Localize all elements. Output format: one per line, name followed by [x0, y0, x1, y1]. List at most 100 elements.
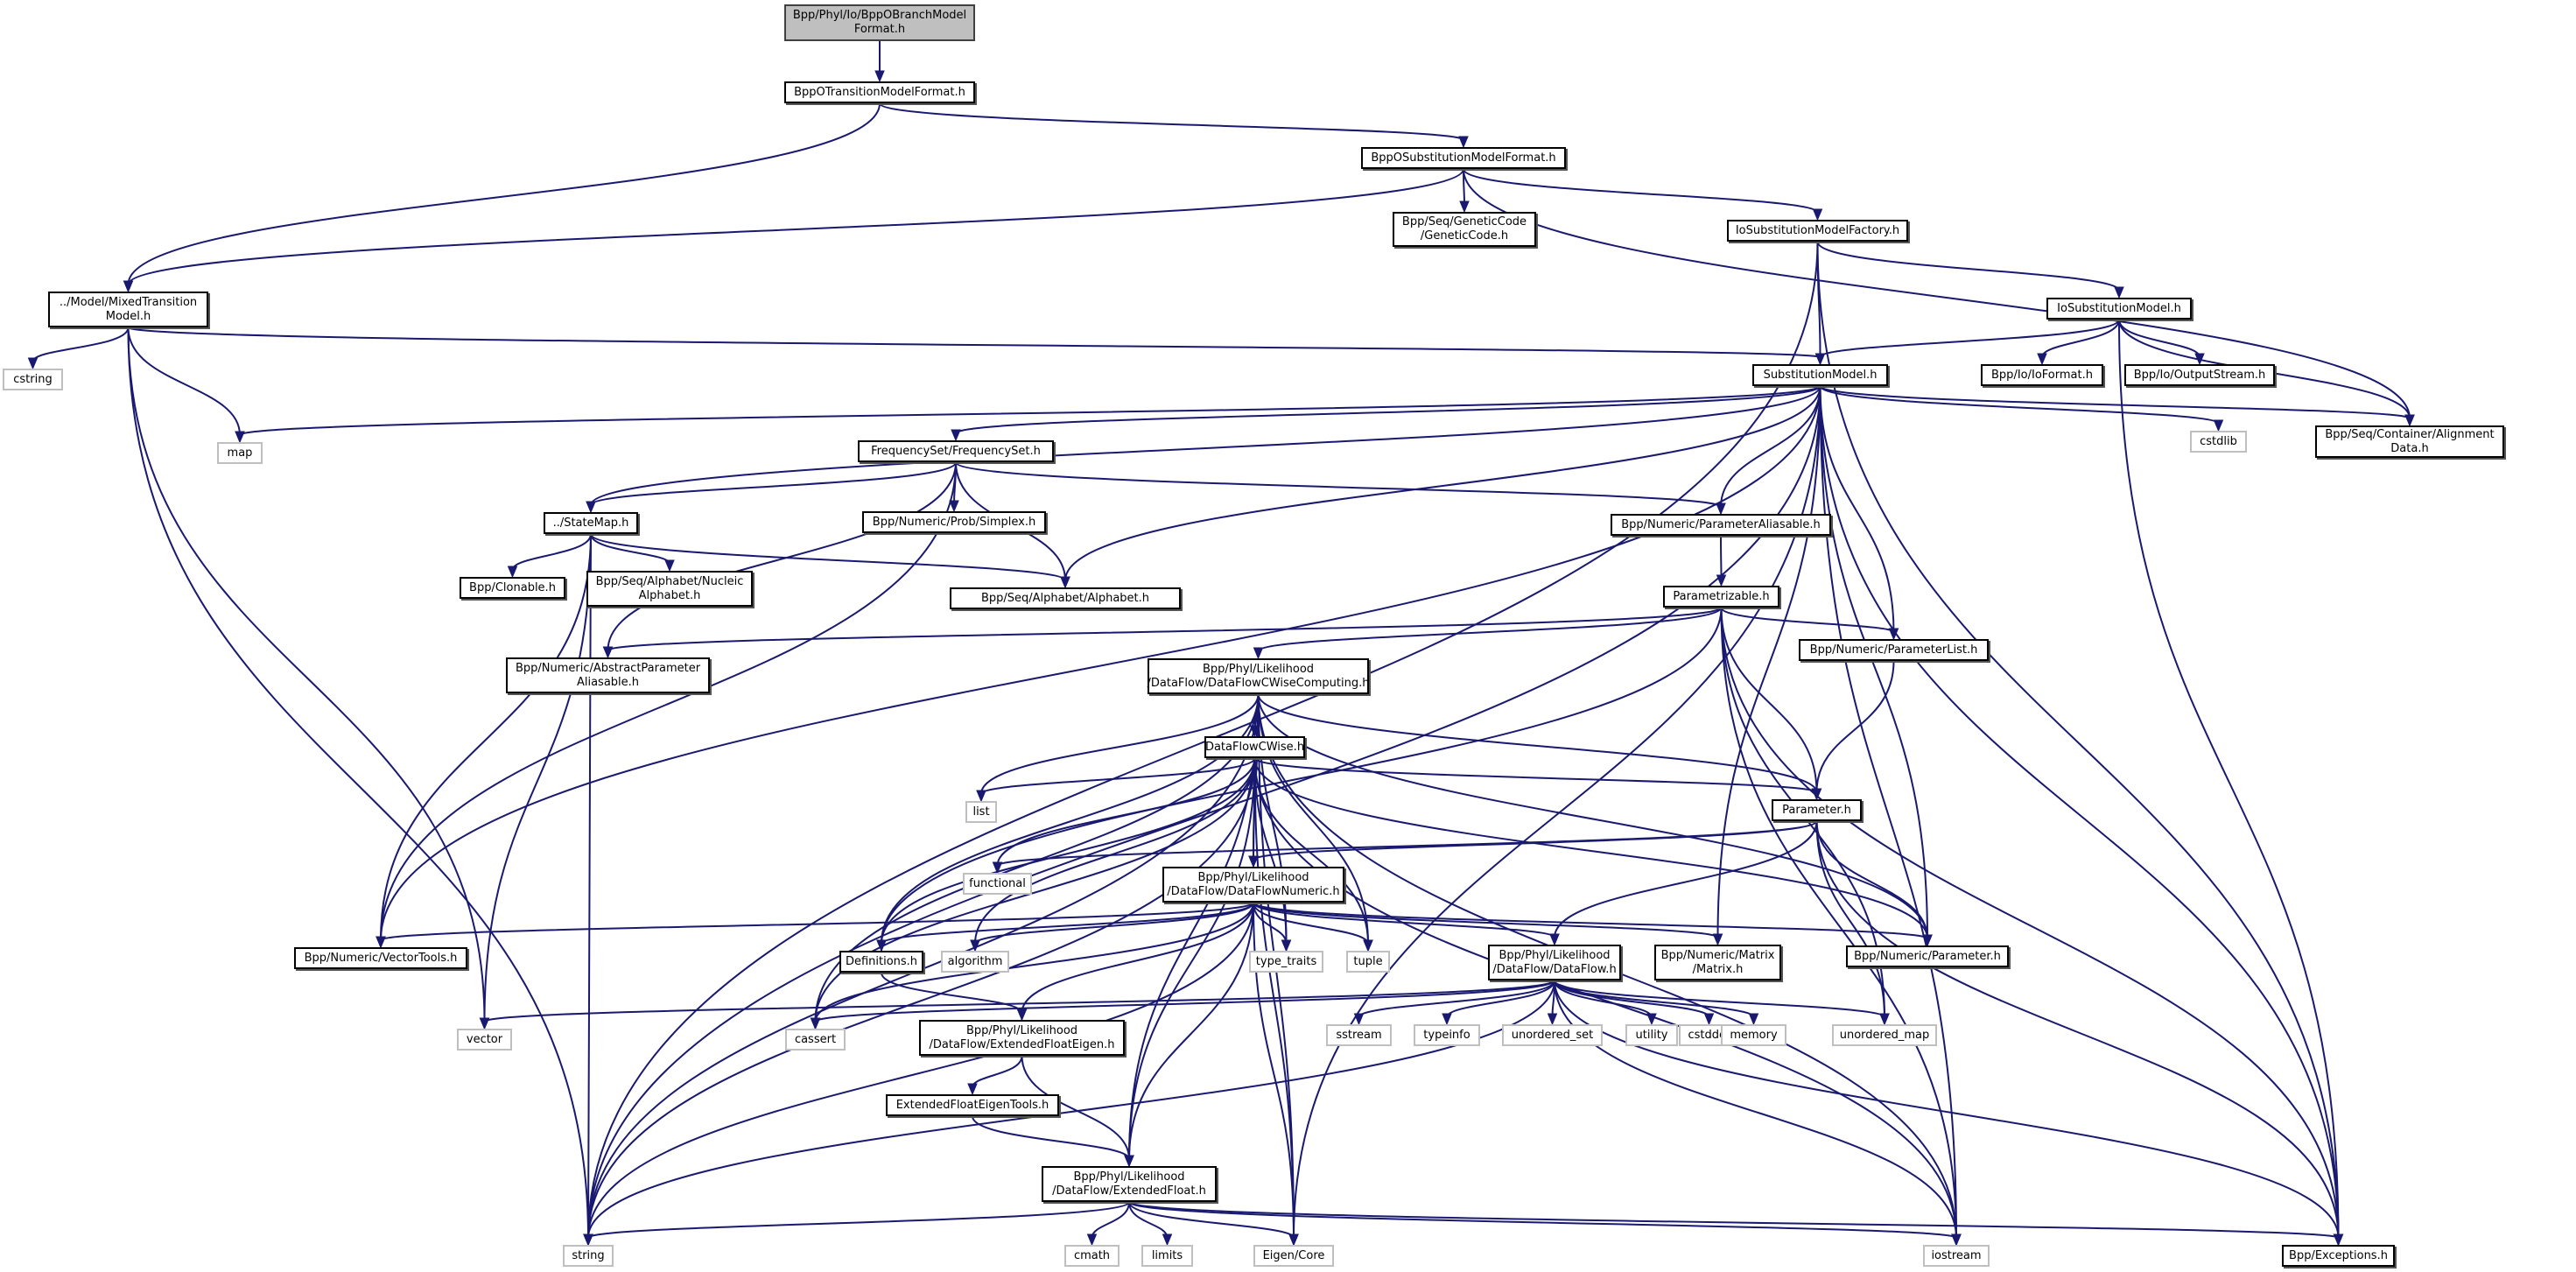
graph-node-tuple: tuple	[1346, 951, 1390, 973]
graph-node-exceptions[interactable]: Bpp/Exceptions.h	[2282, 1245, 2395, 1267]
edge-freqset-to-paramaliasable	[955, 461, 1722, 508]
edge-substmodel-to-string	[587, 385, 1821, 1239]
graph-node-dfcwise[interactable]: DataFlowCWise.h	[1204, 736, 1305, 758]
graph-node-iosubst[interactable]: IoSubstitutionModel.h	[2046, 298, 2192, 320]
arrowhead-icon	[2333, 1233, 2344, 1247]
edge-extendedfloat-to-iostream	[1128, 1201, 1957, 1239]
graph-node-alignmentdata[interactable]: Bpp/Seq/Container/Alignment Data.h	[2315, 425, 2504, 458]
edge-mixedtrans-to-string	[127, 327, 589, 1239]
graph-node-root: Bpp/Phyl/Io/BppOBranchModel Format.h	[784, 4, 975, 41]
arrowhead-icon	[123, 280, 134, 293]
arrowhead-icon	[2037, 353, 2047, 366]
arrowhead-icon	[376, 936, 386, 949]
edge-dfnumeric-to-type_traits	[1253, 902, 1288, 945]
graph-node-numparameter[interactable]: Bpp/Numeric/Parameter.h	[1846, 945, 2009, 967]
edge-parameter-to-numparameter	[1815, 820, 1928, 939]
edge-dfnumeric-to-dataflow	[1253, 902, 1555, 938]
arrowhead-icon	[874, 70, 885, 83]
edge-extendedfloat-to-exceptions	[1128, 1201, 2340, 1239]
edge-mixedtrans-to-map	[127, 327, 241, 436]
graph-node-cassert: cassert	[785, 1029, 846, 1051]
graph-node-paramlist[interactable]: Bpp/Numeric/ParameterList.h	[1799, 639, 1989, 661]
edge-substmodel-to-statemap	[590, 385, 1821, 506]
edge-dfcwise-to-parameter	[1253, 757, 1818, 793]
edge-statemap-to-clonable	[511, 533, 592, 571]
arrowhead-icon	[1811, 788, 1822, 801]
graph-node-geneticcode[interactable]: Bpp/Seq/GeneticCode /GeneticCode.h	[1393, 212, 1536, 247]
edge-efeigen-to-extendedfloat	[1021, 1055, 1130, 1160]
graph-node-vectortools[interactable]: Bpp/Numeric/VectorTools.h	[294, 947, 467, 969]
arrowhead-icon	[1458, 136, 1469, 149]
edge-dataflow-to-utility	[1554, 980, 1653, 1018]
graph-node-outputstream[interactable]: Bpp/Io/OutputStream.h	[2124, 364, 2275, 386]
arrowhead-icon	[1646, 1013, 1657, 1026]
graph-node-parametrizable[interactable]: Parametrizable.h	[1663, 586, 1779, 608]
graph-node-statemap[interactable]: ../StateMap.h	[544, 512, 638, 534]
edge-statemap-to-alphabet	[590, 533, 1066, 581]
graph-node-vector: vector	[457, 1029, 512, 1051]
graph-node-ioformat[interactable]: Bpp/Io/IoFormat.h	[1981, 364, 2103, 386]
graph-node-transfmt[interactable]: BppOTransitionModelFormat.h	[784, 81, 975, 103]
edge-dfnumeric-to-tuple	[1253, 902, 1369, 945]
edge-efeigen-to-efeigentools	[972, 1055, 1023, 1088]
graph-node-parameter[interactable]: Parameter.h	[1772, 799, 1862, 821]
arrowhead-icon	[1442, 1013, 1452, 1026]
arrowhead-icon	[876, 939, 887, 952]
edge-dfcwise-to-extendedfloat	[1128, 757, 1256, 1160]
graph-node-mixedtrans[interactable]: ../Model/MixedTransition Model.h	[48, 292, 208, 327]
arrowhead-icon	[507, 566, 518, 579]
edge-dataflow-to-cassert	[814, 980, 1555, 1023]
graph-node-efeigen[interactable]: Bpp/Phyl/Likelihood /DataFlow/ExtendedFl…	[919, 1020, 1125, 1056]
graph-node-dfnumeric[interactable]: Bpp/Phyl/Likelihood /DataFlow/DataFlowNu…	[1162, 867, 1344, 903]
graph-node-iosubstfactory[interactable]: IoSubstitutionModelFactory.h	[1727, 220, 1908, 242]
edge-dfcwise-to-functional	[996, 757, 1256, 867]
edge-statemap-to-vector	[483, 533, 592, 1023]
graph-node-cmath: cmath	[1064, 1245, 1120, 1267]
arrowhead-icon	[1363, 939, 1373, 952]
graph-node-paramaliasable[interactable]: Bpp/Numeric/ParameterAliasable.h	[1611, 514, 1831, 536]
edge-paramaliasable-to-parametrizable	[1720, 535, 1723, 580]
graph-node-limits: limits	[1141, 1245, 1193, 1267]
edge-dfcwise-to-cassert	[814, 757, 1256, 1023]
edge-parametrizable-to-iostream	[1720, 607, 1957, 1239]
arrowhead-icon	[1814, 353, 1826, 366]
graph-node-substfmt[interactable]: BppOSubstitutionModelFormat.h	[1361, 147, 1566, 169]
arrowhead-icon	[479, 1017, 490, 1030]
graph-node-clonable[interactable]: Bpp/Clonable.h	[460, 577, 565, 599]
edge-dfcwise-to-definitions	[881, 757, 1256, 945]
graph-node-dataflow[interactable]: Bpp/Phyl/Likelihood /DataFlow/DataFlow.h	[1488, 945, 1621, 980]
graph-node-freqset[interactable]: FrequencySet/FrequencySet.h	[858, 440, 1054, 462]
edge-parametrizable-to-paramlist	[1720, 607, 1895, 633]
graph-node-dfcwisecomputing[interactable]: Bpp/Phyl/Likelihood /DataFlow/DataFlowCW…	[1148, 658, 1370, 694]
graph-node-substmodel[interactable]: SubstitutionModel.h	[1752, 364, 1888, 386]
graph-node-matrix[interactable]: Bpp/Numeric/Matrix /Matrix.h	[1654, 945, 1781, 980]
arrowhead-icon	[1248, 855, 1259, 868]
edge-dataflow-to-typeinfo	[1446, 980, 1555, 1018]
graph-node-absparamaliasable[interactable]: Bpp/Numeric/AbstractParameter Aliasable.…	[506, 657, 710, 693]
graph-node-nucleic[interactable]: Bpp/Seq/Alphabet/Nucleic Alphabet.h	[586, 571, 753, 607]
graph-node-cstring: cstring	[3, 369, 63, 390]
graph-node-map: map	[217, 442, 263, 464]
graph-node-definitions[interactable]: Definitions.h	[839, 951, 923, 973]
graph-node-extendedfloat[interactable]: Bpp/Phyl/Likelihood /DataFlow/ExtendedFl…	[1042, 1166, 1217, 1202]
arrowhead-icon	[951, 429, 961, 442]
edge-dfcwise-to-numparameter	[1253, 757, 1928, 939]
arrowhead-icon	[1060, 576, 1070, 589]
edge-substmodel-to-alignmentdata	[1819, 385, 2411, 419]
arrowhead-icon	[1888, 628, 1899, 641]
arrowhead-icon	[2114, 286, 2124, 299]
edge-substmodel-to-vectortools	[380, 385, 1821, 941]
edge-substmodel-to-alphabet	[1064, 385, 1821, 581]
arrowhead-icon	[1951, 1233, 1962, 1247]
arrowhead-icon	[992, 861, 1003, 875]
arrowhead-icon	[1124, 1155, 1134, 1168]
graph-node-alphabet[interactable]: Bpp/Seq/Alphabet/Alphabet.h	[950, 587, 1181, 609]
edge-iosubst-to-exceptions	[2118, 319, 2340, 1239]
edge-iosubstfactory-to-iosubst	[1816, 241, 2120, 292]
edge-parametrizable-to-definitions	[881, 607, 1723, 945]
edge-dfnumeric-to-algorithm	[974, 902, 1254, 945]
graph-node-simplex[interactable]: Bpp/Numeric/Prob/Simplex.h	[862, 511, 1046, 533]
graph-node-efeigentools[interactable]: ExtendedFloatEigenTools.h	[886, 1094, 1059, 1116]
edge-transfmt-to-mixedtrans	[127, 102, 881, 285]
arrowhead-icon	[949, 500, 959, 513]
